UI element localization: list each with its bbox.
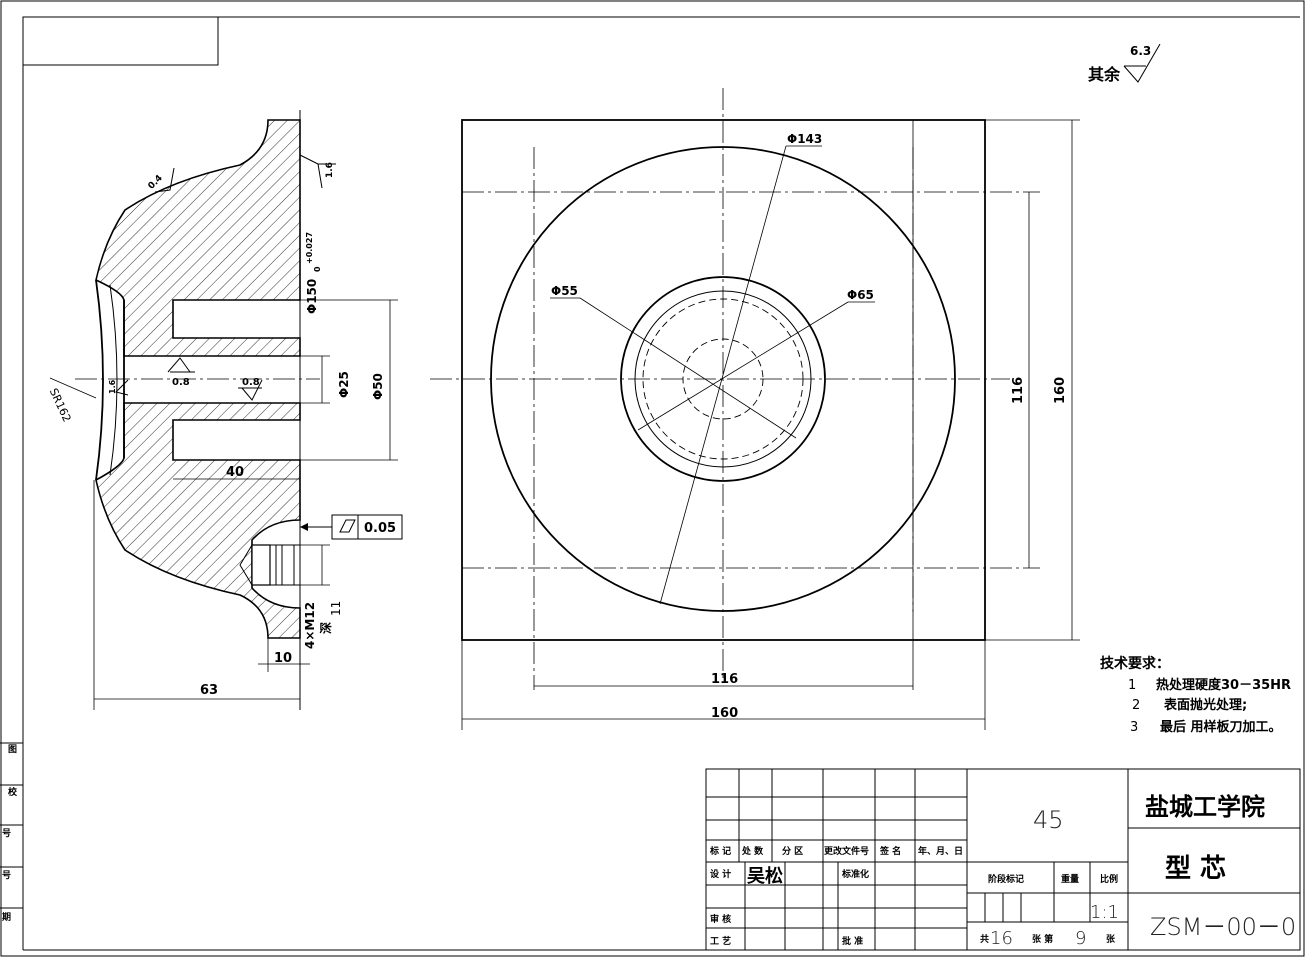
roughness-08a: 0.8 xyxy=(172,377,190,388)
default-roughness: 其余 6.3 xyxy=(1088,43,1161,84)
tolerance-upper: +0.027 xyxy=(305,232,314,264)
tb-header: 标 记 xyxy=(709,845,731,857)
tb-header: 更改文件号 xyxy=(824,845,869,857)
sheet-unit: 张 xyxy=(1106,933,1116,945)
margin-label: 期 xyxy=(2,911,11,923)
phi50-label: Φ50 xyxy=(371,373,385,400)
roughness-16: 1.6 xyxy=(325,162,335,178)
depth-label: 深 xyxy=(318,622,333,634)
designer-name: 吴松 xyxy=(747,865,783,887)
left-margin: 图 校 号 号 期 xyxy=(0,742,23,923)
weight-label: 重量 xyxy=(1061,873,1079,885)
sheet-label: 张 第 xyxy=(1032,933,1053,945)
dim160h-label: 160 xyxy=(711,706,738,721)
dim10-label: 10 xyxy=(274,651,292,666)
technical-requirements: 技术要求： 1 热处理硬度30－35HR 2 表面抛光处理; 3 最后 用样板刀… xyxy=(1100,655,1291,735)
flatness-icon xyxy=(339,519,356,533)
tech-title: 技术要求： xyxy=(1100,655,1170,672)
total-label: 共 xyxy=(980,933,989,945)
tb-header: 年、月、日 xyxy=(918,845,963,857)
total-sheets: 16 xyxy=(990,928,1013,949)
circle-55 xyxy=(634,290,812,468)
phi150-label: Φ150 xyxy=(305,279,319,314)
tolerance-value: 0.05 xyxy=(364,521,396,536)
margin-label: 号 xyxy=(2,828,11,839)
roughness-icon xyxy=(1123,43,1161,83)
part-name: 型 芯 xyxy=(1165,854,1226,884)
school-name: 盐城工学院 xyxy=(1145,793,1265,821)
top-view: Φ143 Φ55 Φ65 116 160 116 160 xyxy=(430,88,1080,730)
std-label: 标准化 xyxy=(841,868,869,880)
phi55-label: Φ55 xyxy=(551,284,578,298)
tb-header: 分 区 xyxy=(782,845,803,857)
circle-143 xyxy=(490,146,956,612)
margin-label: 号 xyxy=(2,870,11,881)
material: 45 xyxy=(1033,806,1064,834)
design-label: 设 计 xyxy=(710,868,731,880)
tech-item: 最后 用样板刀加工。 xyxy=(1160,719,1282,735)
scale-label: 比例 xyxy=(1100,873,1118,885)
tech-num: 1 xyxy=(1128,678,1136,693)
dim160v-label: 160 xyxy=(1053,377,1068,404)
section-view: 0.4 1.6 0.8 0.8 1.6 SR162 Φ150 +0.027 0 … xyxy=(47,110,403,710)
roughness-value: 6.3 xyxy=(1130,44,1151,58)
tolerance-lower: 0 xyxy=(313,266,322,272)
tb-header: 签 名 xyxy=(879,845,901,857)
tolerance-frame xyxy=(331,514,403,540)
roughness-16b: 1.6 xyxy=(108,379,117,394)
section-lower xyxy=(95,402,301,639)
margin-label: 校 xyxy=(8,786,18,798)
thread-label: 4×M12 xyxy=(303,602,317,649)
tb-header: 处 数 xyxy=(741,845,764,857)
roughness-08b: 0.8 xyxy=(242,377,260,388)
top-left-box xyxy=(22,16,219,66)
section-upper xyxy=(95,119,301,357)
process-label: 工 艺 xyxy=(710,935,731,947)
sr-label: SR162 xyxy=(47,386,74,424)
phi25-label: Φ25 xyxy=(337,371,351,398)
phi143-label: Φ143 xyxy=(787,132,822,146)
dim63-label: 63 xyxy=(200,683,218,698)
dim116h-label: 116 xyxy=(711,672,738,687)
qiyu-label: 其余 xyxy=(1088,65,1121,84)
tech-num: 2 xyxy=(1132,698,1140,713)
scale-value: 1:1 xyxy=(1090,902,1119,923)
stage-label: 阶段标记 xyxy=(988,873,1024,885)
phi65-label: Φ65 xyxy=(847,288,874,302)
outer-square xyxy=(461,119,986,641)
review-label: 审 核 xyxy=(710,913,731,925)
circle-65 xyxy=(620,276,826,482)
sheet-number: 9 xyxy=(1075,928,1086,949)
depth-value: 11 xyxy=(329,601,343,616)
drawing-number: ZSM－00－0 xyxy=(1150,913,1296,941)
tech-item: 表面抛光处理; xyxy=(1163,697,1247,713)
title-block: 标 记 处 数 分 区 更改文件号 签 名 年、月、日 设 计 吴松 标准化 审… xyxy=(705,768,1301,951)
tech-item: 热处理硬度30－35HR xyxy=(1156,677,1291,693)
tech-num: 3 xyxy=(1130,720,1138,735)
dim116v-label: 116 xyxy=(1011,377,1026,404)
margin-label: 图 xyxy=(8,744,17,755)
dim40-label: 40 xyxy=(226,465,244,480)
approve-label: 批 准 xyxy=(842,935,863,947)
